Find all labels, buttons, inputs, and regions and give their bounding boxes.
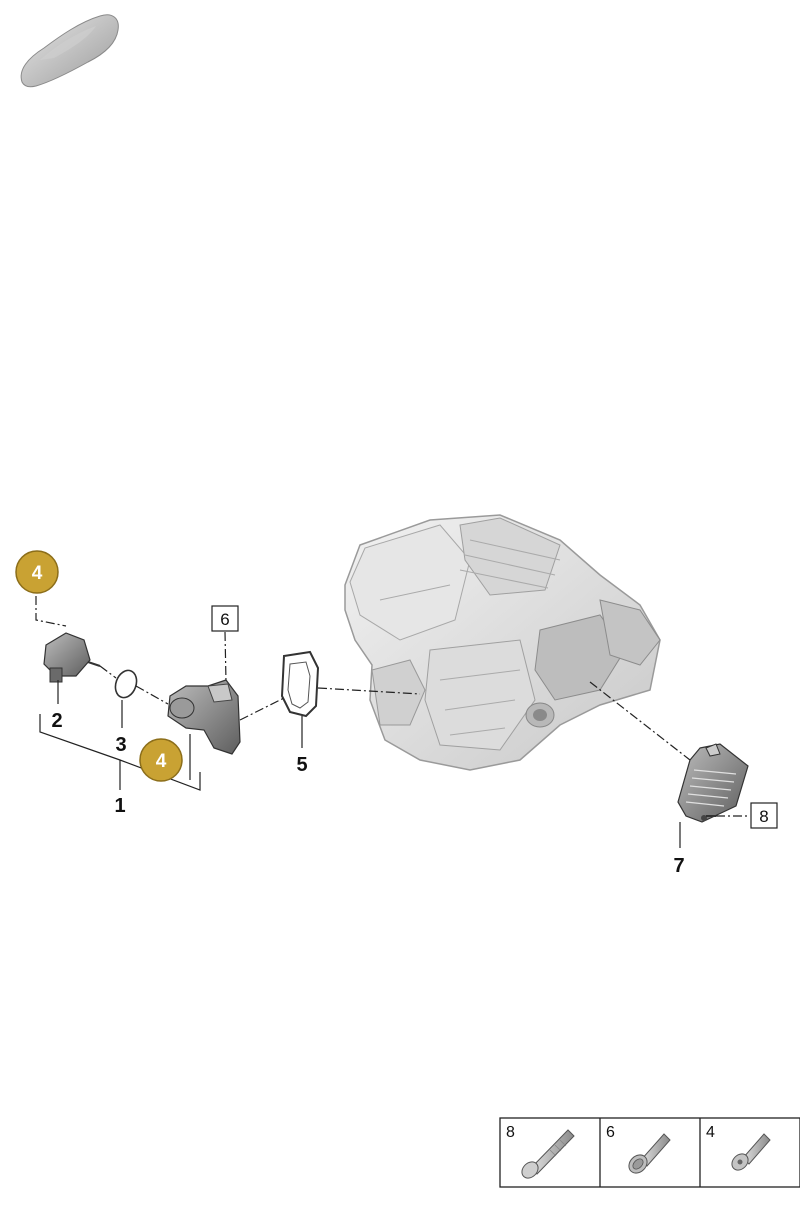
part-label: 2	[51, 710, 62, 732]
part-label: 1	[114, 795, 125, 817]
car-silhouette-icon	[20, 14, 119, 88]
electric-drive-unit	[344, 514, 661, 771]
callout-badge: 4	[15, 550, 59, 594]
part-label: 5	[296, 754, 307, 776]
legend-cell-label: 8	[506, 1124, 515, 1141]
boxed-reference-8: 8	[750, 802, 778, 829]
legend-cell-label: 6	[606, 1124, 615, 1141]
part-label: 7	[673, 855, 684, 877]
part-2-actuator	[43, 632, 101, 683]
fastener-legend: 8 6 4	[499, 1117, 800, 1188]
bolt-icon	[521, 1129, 575, 1179]
part-1-valve-housing	[167, 679, 241, 755]
bolt-icon	[731, 1133, 771, 1171]
part-label: 3	[115, 734, 126, 756]
part-7-module	[677, 743, 749, 823]
boxed-reference-6: 6	[211, 605, 239, 632]
leader-lines	[35, 596, 750, 848]
bolt-icon	[628, 1133, 671, 1174]
legend-cell-label: 4	[706, 1124, 715, 1141]
boxed-reference-number: 6	[220, 610, 229, 629]
part-3-o-ring	[114, 669, 138, 699]
badge-number: 4	[32, 563, 43, 584]
part-5-gasket	[280, 650, 320, 718]
boxed-reference-number: 8	[759, 807, 768, 826]
callout-badge: 4	[139, 738, 183, 782]
badge-number: 4	[156, 751, 167, 772]
